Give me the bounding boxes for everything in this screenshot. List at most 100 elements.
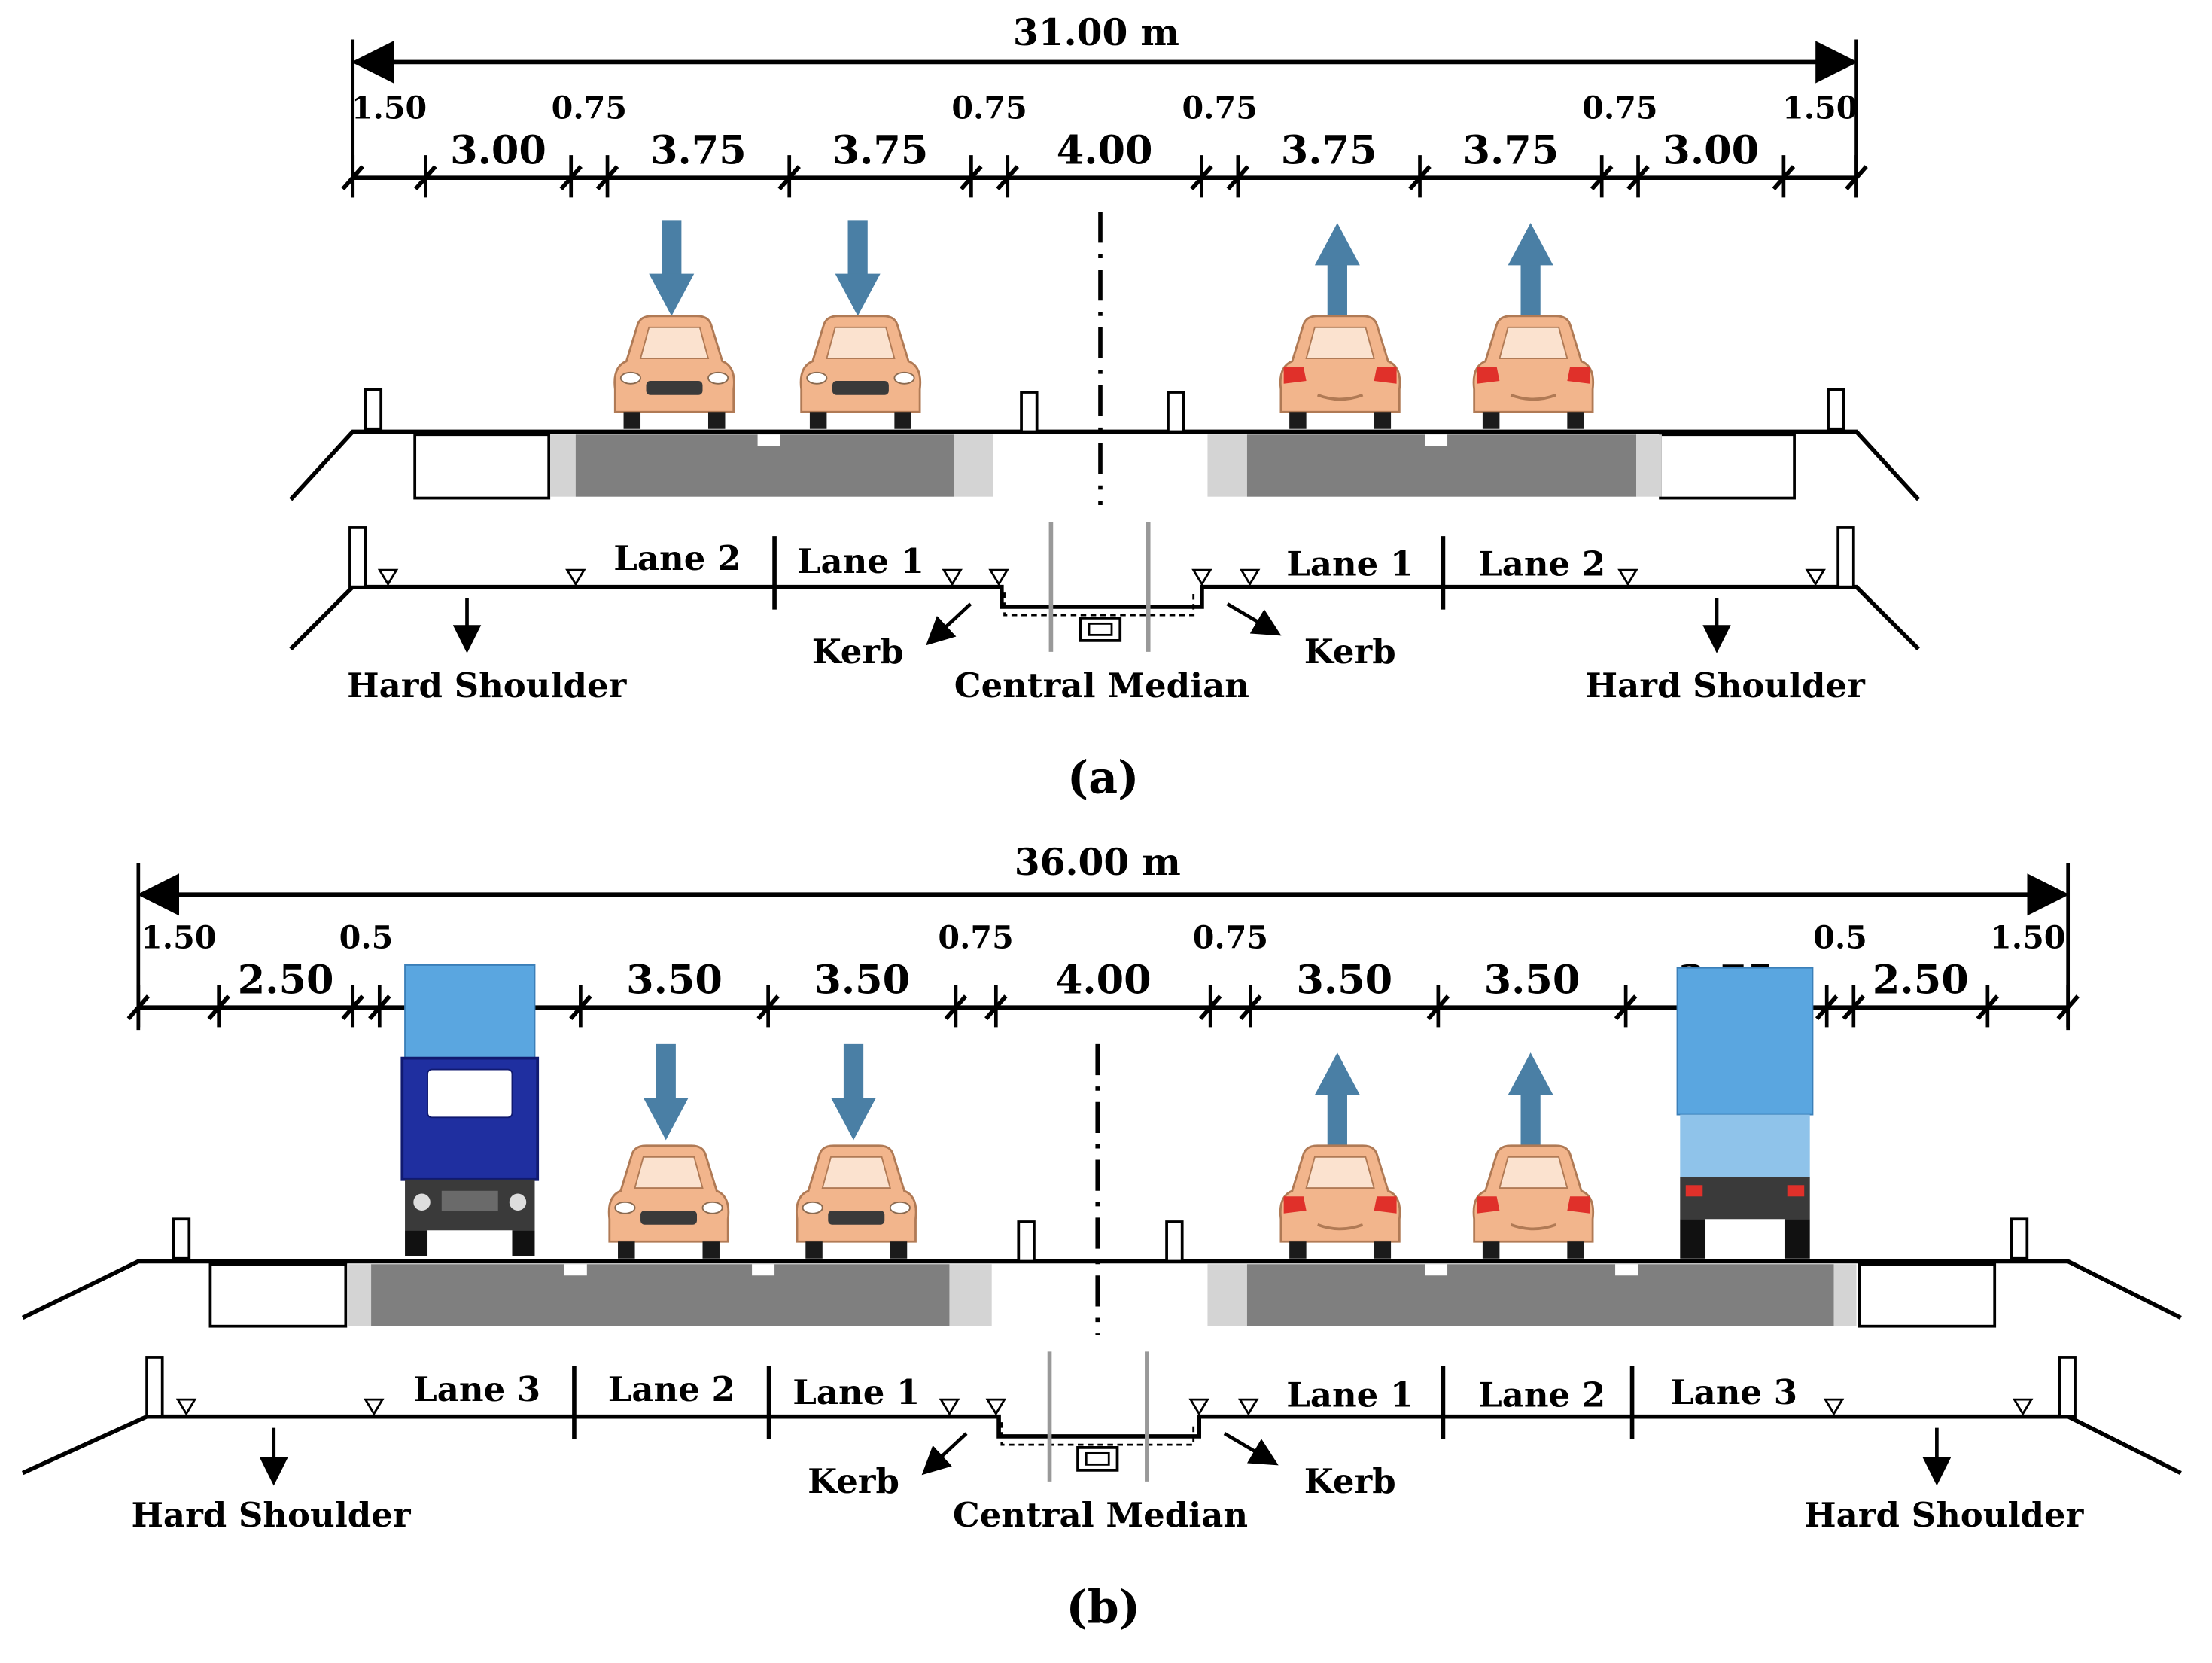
dimension-slash bbox=[1226, 165, 1250, 190]
dimension-label: 0.75 bbox=[1182, 89, 1257, 126]
lane-label: Lane 1 bbox=[1286, 544, 1413, 584]
hard-shoulder-label: Hard Shoulder bbox=[1586, 666, 1866, 705]
kerb-label: Kerb bbox=[812, 632, 904, 672]
dimension-slash bbox=[595, 165, 619, 190]
dimension-label: 1.50 bbox=[1782, 89, 1858, 126]
dimension-label: 3.75 bbox=[1462, 127, 1559, 173]
arrow-down-icon bbox=[643, 1043, 689, 1141]
dimension-label: 4.00 bbox=[1055, 957, 1152, 1003]
dimension-slash bbox=[1815, 994, 1839, 1020]
total-width-label: 36.00 m bbox=[1015, 841, 1181, 884]
arrow-down-icon bbox=[649, 220, 695, 316]
pavement-right bbox=[1246, 1264, 1834, 1326]
panel-caption: (a) bbox=[1067, 751, 1139, 804]
dimension-slash bbox=[1590, 165, 1614, 190]
dimension-label: 3.50 bbox=[1296, 957, 1392, 1003]
dimension-slash bbox=[368, 994, 391, 1020]
car-rear-icon bbox=[1279, 314, 1401, 431]
dimension-slash bbox=[1842, 994, 1866, 1020]
truck-front-icon bbox=[400, 964, 540, 1257]
total-width-label: 31.00 m bbox=[1013, 11, 1179, 54]
dimension-slash bbox=[996, 165, 1019, 190]
car-front-icon bbox=[799, 315, 922, 431]
dimension-label: 2.50 bbox=[1873, 957, 1969, 1003]
dimension-label: 3.00 bbox=[450, 127, 546, 173]
dimension-label: 0.5 bbox=[1813, 918, 1867, 955]
dimension-slash bbox=[1198, 994, 1222, 1020]
dimension-slash bbox=[1239, 994, 1262, 1020]
car-rear-icon bbox=[1279, 1144, 1401, 1260]
arrow-up-icon bbox=[1314, 223, 1360, 316]
hard-shoulder-label: Hard Shoulder bbox=[1804, 1495, 2084, 1535]
dimension-label: 3.75 bbox=[650, 127, 747, 173]
central-median-label: Central Median bbox=[953, 1495, 1248, 1535]
arrow-down-icon bbox=[831, 1043, 877, 1141]
dimension-slash bbox=[1190, 165, 1213, 190]
dimension-label: 3.50 bbox=[626, 957, 723, 1003]
dimension-slash bbox=[1976, 994, 2000, 1020]
dimension-slash bbox=[984, 994, 1008, 1020]
car-rear-icon bbox=[1472, 314, 1595, 431]
dimension-label: 4.00 bbox=[1057, 127, 1153, 173]
arrow-up-icon bbox=[1314, 1052, 1360, 1146]
hard-shoulder-label: Hard Shoulder bbox=[131, 1495, 411, 1535]
lane-label: Lane 3 bbox=[413, 1369, 540, 1409]
kerb-label: Kerb bbox=[808, 1461, 899, 1501]
dimension-slash bbox=[756, 994, 780, 1020]
dimension-slash bbox=[960, 165, 983, 190]
road-cross-section-lower bbox=[289, 526, 1920, 651]
dimension-label: 3.75 bbox=[1281, 127, 1377, 173]
lane-label: Lane 2 bbox=[1478, 1375, 1605, 1415]
dimension-label: 0.75 bbox=[951, 89, 1027, 126]
lane-label: Lane 2 bbox=[608, 1369, 735, 1409]
dimension-slash bbox=[1614, 994, 1638, 1020]
dimension-label: 0.5 bbox=[339, 918, 394, 955]
dimension-slash bbox=[126, 994, 151, 1020]
dimension-slash bbox=[777, 165, 801, 190]
dimension-label: 0.75 bbox=[938, 918, 1013, 955]
dimension-label: 1.50 bbox=[141, 918, 216, 955]
dimension-label: 3.75 bbox=[832, 127, 929, 173]
dimension-label: 1.50 bbox=[1990, 918, 2065, 955]
road-cross-section-upper bbox=[21, 1217, 2182, 1328]
dimension-label: 3.50 bbox=[1484, 957, 1581, 1003]
vehicles bbox=[613, 314, 1595, 431]
dimension-label: 3.00 bbox=[1663, 127, 1759, 173]
car-front-icon bbox=[613, 315, 735, 431]
panel-b: 36.00 m 1.502.500.53.753.503.500.754.000… bbox=[21, 841, 2182, 1634]
lane-label: Lane 1 bbox=[1286, 1375, 1413, 1415]
dimension-slash bbox=[1772, 165, 1796, 190]
lane-label: Lane 1 bbox=[797, 541, 924, 581]
kerb-label: Kerb bbox=[1304, 1461, 1396, 1501]
dimension-label: 0.75 bbox=[1193, 918, 1268, 955]
car-rear-icon bbox=[1472, 1144, 1595, 1260]
dimension-slash bbox=[1845, 165, 1868, 190]
lane-label: Lane 1 bbox=[793, 1372, 920, 1412]
dimension-label: 0.75 bbox=[552, 89, 627, 126]
dimension-slash bbox=[207, 994, 230, 1020]
dimension-slash bbox=[341, 994, 364, 1020]
dimension-slash bbox=[569, 994, 592, 1020]
dimension-label: 2.50 bbox=[238, 957, 334, 1003]
truck-rear-icon bbox=[1676, 967, 1814, 1259]
lane-label: Lane 2 bbox=[613, 538, 741, 578]
dimension-slash bbox=[1426, 994, 1450, 1020]
kerb-label: Kerb bbox=[1304, 632, 1396, 672]
dimension-label: 1.50 bbox=[351, 89, 427, 126]
arrow-down-icon bbox=[835, 220, 881, 316]
dimension-slash bbox=[2056, 994, 2080, 1020]
pavement-left bbox=[371, 1264, 950, 1326]
central-median-label: Central Median bbox=[954, 666, 1249, 705]
lane-label: Lane 2 bbox=[1478, 544, 1605, 584]
road-cross-section-lower bbox=[21, 1356, 2182, 1476]
car-front-icon bbox=[607, 1144, 730, 1260]
dimension-label: 0.75 bbox=[1582, 89, 1657, 126]
dimension-slash bbox=[341, 165, 364, 190]
dimension-slash bbox=[1626, 165, 1650, 190]
lane-markers bbox=[175, 1398, 2034, 1416]
dimension-label: 3.50 bbox=[814, 957, 910, 1003]
